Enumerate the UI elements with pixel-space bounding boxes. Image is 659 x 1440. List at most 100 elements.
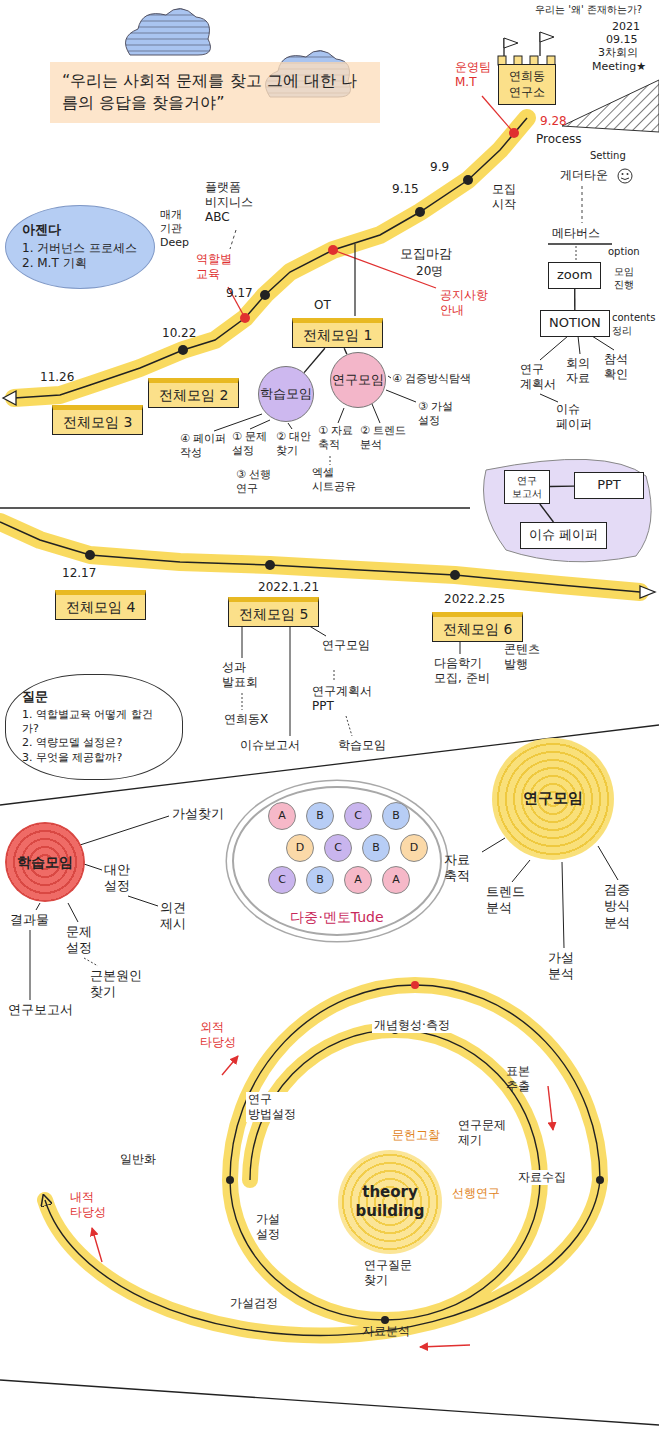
note-label: 2021	[612, 20, 640, 34]
member-circle: D	[400, 834, 428, 862]
node-label: B	[316, 873, 324, 887]
note-label: 개념형성·측정	[372, 1018, 452, 1033]
note-label: 모집마감	[400, 246, 452, 262]
note-label: 9.28	[540, 114, 567, 129]
note-label: 일반화	[118, 1152, 158, 1167]
node-label: D	[410, 841, 418, 855]
node-line: 3. 무엇을 제공할까?	[22, 751, 166, 765]
node-label: 학습모임	[17, 853, 73, 871]
node-label: 질문	[22, 689, 166, 706]
flow-arrow	[420, 1345, 470, 1347]
spiral-dot	[381, 1316, 389, 1324]
cloud-hatch	[126, 8, 211, 55]
note-label: ④ 페이퍼 작성	[180, 432, 230, 460]
leader-line	[30, 930, 31, 1000]
node-label: 연희동 연구소	[502, 69, 552, 100]
member-circle: A	[268, 802, 296, 830]
note-label: 결과물	[10, 912, 49, 928]
node-label: C	[278, 873, 286, 887]
leader-line	[290, 624, 291, 736]
note-label: 메타버스	[552, 226, 600, 241]
note-label: 의견 제시	[160, 900, 196, 933]
flow-arrow	[92, 1228, 102, 1262]
leader-line	[128, 896, 158, 906]
note-label: 표본 추출	[506, 1064, 536, 1094]
note-label: 선행연구	[452, 1186, 500, 1201]
timeline-dot	[415, 207, 425, 217]
spiral-dot	[411, 981, 419, 989]
leader-line	[36, 903, 40, 910]
note-label: 이슈 페이퍼	[556, 402, 594, 432]
note-label: 역할별 교육	[196, 252, 248, 282]
leader-line	[388, 376, 391, 378]
group-circle: 연구모임	[330, 352, 386, 408]
node-label: A	[392, 873, 400, 887]
note-label: ③ 가설 설정	[418, 400, 458, 428]
note-label: 내적 타당성	[70, 1190, 106, 1220]
note-label: 우리는 '왜' 존재하는가?	[535, 4, 642, 17]
node-line: 1. 역할별교육 어떻게 할건가?	[22, 708, 166, 737]
note-label: 가설 분석	[548, 950, 584, 983]
node-label: B	[372, 841, 380, 855]
ring-circle: 연구모임	[492, 738, 614, 860]
note-label: ① 문제 설정	[232, 430, 272, 458]
leader-line	[80, 816, 169, 845]
leader-line	[330, 456, 331, 465]
timeline-dot	[463, 175, 473, 185]
note-label: 9.9	[430, 160, 449, 175]
note-label: 플랫폼 비지니스 ABC	[205, 180, 271, 225]
leader-line	[592, 336, 614, 350]
node-label: 연구 보고서	[507, 474, 547, 500]
leader-line	[354, 244, 355, 316]
note-label: contents 정리	[612, 312, 656, 337]
note-label: Setting	[590, 150, 626, 163]
leader-line	[242, 693, 243, 710]
spiral-dot	[226, 1176, 234, 1184]
note-label: 9.17	[226, 286, 253, 301]
question-cloud: 질문1. 역할별교육 어떻게 할건가?2. 역량모델 설정은?3. 무엇을 제공…	[5, 674, 183, 780]
node-label: A	[354, 873, 362, 887]
leader-line	[598, 846, 618, 880]
member-circle: B	[362, 834, 390, 862]
node-label: 이슈 페이퍼	[529, 527, 598, 544]
note-label: 대안 설정	[104, 862, 140, 895]
node-label: 다중·멘토Tude	[290, 908, 383, 926]
note-label: 자료 축적	[444, 852, 480, 885]
note-label: 공지사항 안내	[440, 288, 500, 318]
divider	[0, 1380, 659, 1425]
quote-band: “우리는 사회적 문제를 찾고 그에 대한 나름의 응답을 찾을거야”	[50, 62, 380, 123]
mentor-oval: 다중·멘토TudeABCBDCBDCBAA	[232, 786, 442, 936]
leader-line	[68, 903, 78, 922]
note-label: ③ 선행 연구	[236, 468, 276, 496]
node-label: 연구모임	[523, 789, 583, 809]
member-circle: C	[344, 802, 372, 830]
note-label: Process	[536, 132, 582, 147]
note-label: ② 대안 찾기	[276, 430, 316, 458]
note-label: 2022.2.25	[444, 592, 505, 607]
connector	[540, 504, 554, 522]
note-label: ② 트렌드 분석	[360, 424, 414, 452]
note-label: 09.15	[606, 33, 638, 47]
note-label: 연구 계획서	[520, 362, 558, 392]
leader-line	[288, 423, 292, 429]
note-label: 9.15	[392, 182, 419, 197]
note-label: 엑셀 시트공유	[312, 466, 362, 494]
note-label: 가설 설정	[256, 1212, 292, 1242]
leader-line	[482, 838, 505, 852]
note-label: 자료분석	[362, 1324, 410, 1339]
note-label: 3차회의	[598, 46, 638, 60]
spiral-line	[45, 985, 600, 1335]
leader-line	[338, 408, 344, 423]
note-label: 이슈보고서	[240, 738, 300, 753]
leader-line	[242, 624, 243, 658]
tool-box: PPT	[574, 472, 644, 499]
node-label: C	[354, 809, 362, 823]
note-label: 연구 방법설정	[246, 1092, 300, 1122]
note-label: 2022.1.21	[258, 580, 319, 595]
note-label: 가설찾기	[172, 806, 224, 822]
note-label: 모임 진행	[614, 266, 650, 291]
node-line: 2. M.T 기획	[22, 256, 138, 272]
note-label: 연구계획서 PPT	[312, 684, 376, 714]
timeline-dot	[450, 570, 460, 580]
